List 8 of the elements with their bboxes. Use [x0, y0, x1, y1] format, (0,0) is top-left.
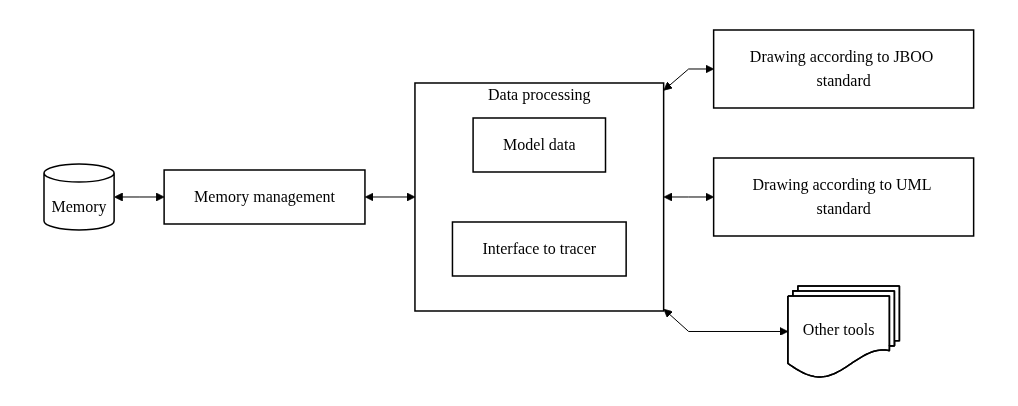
- node-box: Interface to tracer: [451, 220, 628, 277]
- arrow: [114, 192, 165, 201]
- node-box: Model data: [472, 116, 607, 173]
- node-box: Drawing according to UML standard: [713, 156, 975, 237]
- node-box: Drawing according to JBOO standard: [713, 28, 975, 109]
- node-box: Memory management: [163, 168, 366, 225]
- arrow: [365, 192, 416, 201]
- arrow: [663, 308, 789, 336]
